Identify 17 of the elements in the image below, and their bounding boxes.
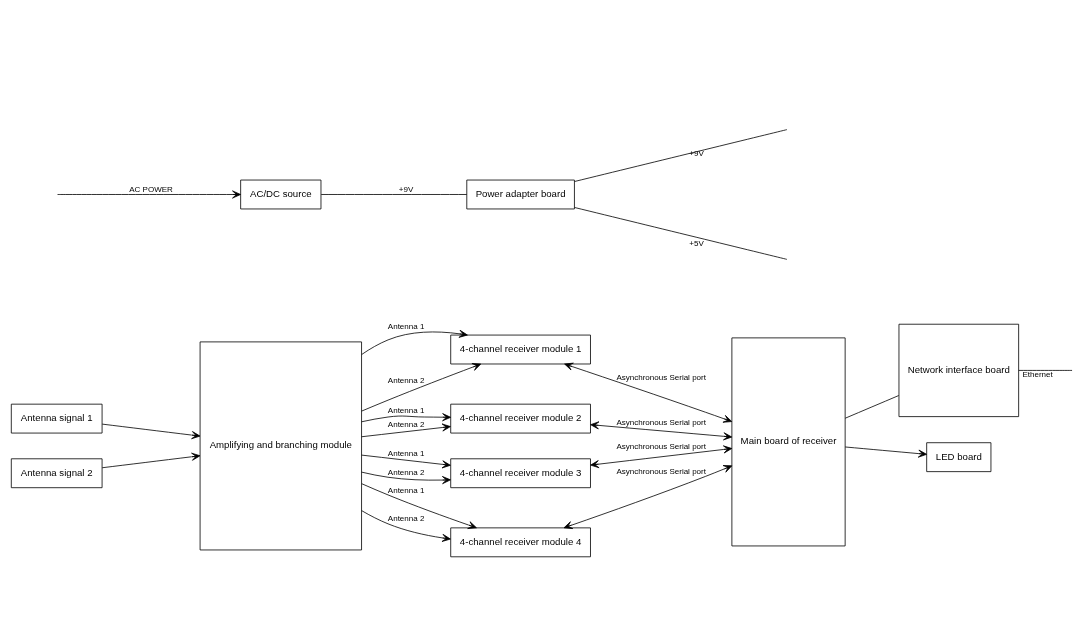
edge-label: AC POWER	[129, 184, 173, 194]
edge-label: Antenna 1	[387, 321, 425, 331]
edge-label: Asynchronous Serial port	[616, 372, 706, 382]
edge-label: Antenna 2	[387, 467, 425, 477]
edge-label: Antenna 1	[387, 485, 425, 495]
edge-label: Asynchronous Serial port	[616, 441, 706, 451]
edge-label: Antenna 1	[387, 405, 425, 415]
edge-label: Ethernet	[1022, 369, 1053, 379]
edge-label: Antenna 2	[387, 513, 425, 523]
edge-label: Antenna 1	[387, 448, 425, 458]
edge-label: Asynchronous Serial port	[616, 417, 706, 427]
edge-label: Asynchronous Serial port	[616, 466, 706, 476]
edge-label: Antenna 2	[387, 419, 425, 429]
edge-label: +5V	[689, 238, 704, 248]
edge-label: +9V	[689, 148, 704, 158]
edge-label: +9V	[398, 184, 414, 194]
edge-label: Antenna 2	[387, 375, 425, 385]
